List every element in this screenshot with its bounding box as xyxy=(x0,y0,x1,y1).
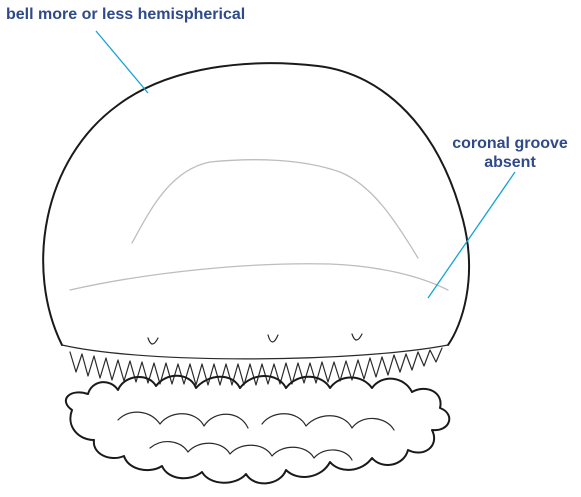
oral-arms-ruffle-3 xyxy=(150,442,352,460)
bell-pointer-line xyxy=(96,31,148,93)
inner-horizontal-line xyxy=(70,264,448,290)
coronal-groove-label-line2: absent xyxy=(448,153,572,172)
oral-arms-ruffle-2 xyxy=(262,414,394,430)
rhopalium-left xyxy=(148,338,158,344)
inner-arc-line xyxy=(132,160,418,258)
rhopalium-right xyxy=(352,334,362,340)
oral-arms-outline xyxy=(66,376,449,484)
coronal-groove-label-line1: coronal groove xyxy=(448,134,572,153)
coronal-groove-label: coronal groove absent xyxy=(448,134,572,172)
bell-shape-label: bell more or less hemispherical xyxy=(6,5,245,24)
bell-margin xyxy=(62,345,448,359)
oral-arms-ruffle-1 xyxy=(118,412,248,428)
coronal-pointer-line xyxy=(428,172,515,298)
bell-outline xyxy=(43,63,469,345)
rhopalium-center xyxy=(268,335,278,342)
